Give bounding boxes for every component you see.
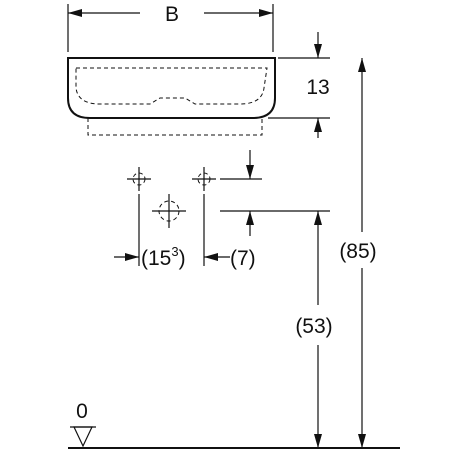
basin-height-dimension: 13: [268, 32, 330, 138]
total-height-label: (85): [339, 240, 376, 263]
width-label: B: [165, 3, 179, 26]
width-dimension: B: [67, 3, 274, 52]
tap-spacing-label: (153): [141, 244, 186, 270]
tap-hole-left: [127, 167, 151, 191]
floor-level-label: 0: [76, 400, 88, 423]
outlet-height-label: (53): [295, 315, 332, 338]
basin: [67, 57, 276, 136]
total-height-dimension: (85): [339, 58, 377, 448]
tap-level-arrows: [246, 150, 254, 236]
outlet-height-dimension: (53): [295, 211, 333, 448]
floor-level: 0: [68, 400, 400, 449]
outlet-symbol: [152, 194, 186, 228]
tap-hole-right: [192, 167, 216, 191]
outlet-offset-label: (7): [230, 247, 256, 270]
basin-height-label: 13: [306, 76, 329, 99]
tap-spacing-dimension: (153) (7): [114, 194, 256, 270]
